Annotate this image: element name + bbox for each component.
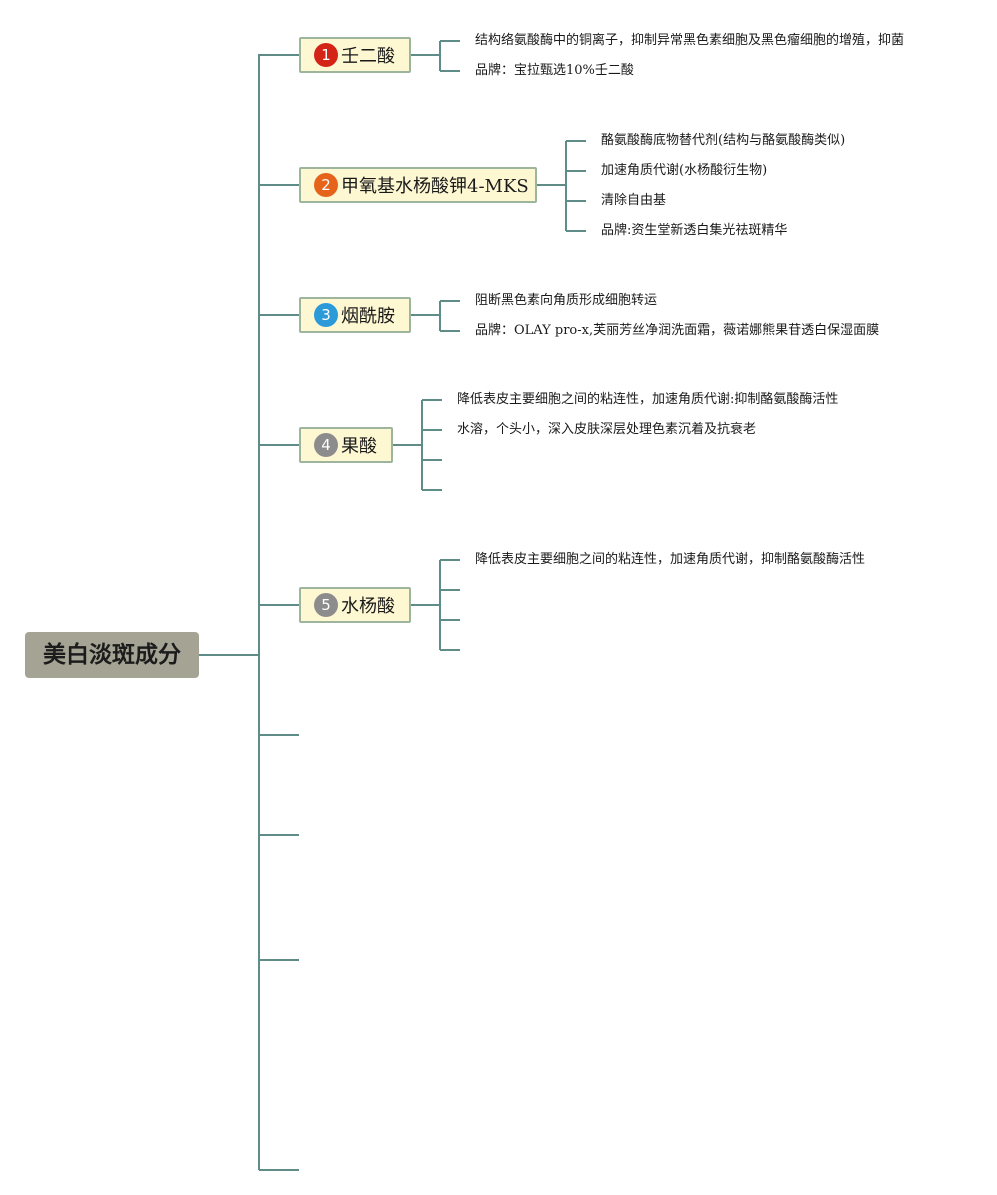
- detail-text[interactable]: 降低表皮主要细胞之间的粘连性，加速角质代谢，抑制酪氨酸酶活性: [475, 552, 866, 567]
- number-badge-icon: 3: [314, 303, 338, 327]
- number-badge-icon: 4: [314, 433, 338, 457]
- branch-label: 烟酰胺: [341, 306, 395, 327]
- number-badge-icon: 2: [314, 173, 338, 197]
- root-topic[interactable]: 美白淡斑成分: [25, 632, 199, 678]
- detail-text[interactable]: 清除自由基: [601, 193, 667, 208]
- branch-label: 壬二酸: [341, 46, 395, 67]
- number-badge-icon: 1: [314, 43, 338, 67]
- detail-text[interactable]: 水溶，个头小，深入皮肤深层处理色素沉着及抗衰老: [457, 422, 757, 437]
- detail-text[interactable]: 酪氨酸酶底物替代剂(结构与酪氨酸酶类似): [601, 133, 846, 148]
- branch-label: 甲氧基水杨酸钾4-MKS: [341, 176, 529, 197]
- branch-label: 水杨酸: [341, 596, 395, 617]
- detail-text[interactable]: 阻断黑色素向角质形成细胞转运: [475, 293, 658, 308]
- detail-text[interactable]: 结构络氨酸酶中的铜离子，抑制异常黑色素细胞及黑色瘤细胞的增殖，抑菌: [475, 33, 905, 48]
- detail-text[interactable]: 品牌:资生堂新透白集光祛斑精华: [601, 223, 788, 238]
- branch-label: 果酸: [341, 436, 377, 457]
- detail-text[interactable]: 品牌：宝拉甄选10%壬二酸: [475, 63, 634, 78]
- number-badge-icon: 5: [314, 593, 338, 617]
- detail-text[interactable]: 品牌：OLAY pro-x,芙丽芳丝净润洗面霜，薇诺娜熊果苷透白保湿面膜: [475, 323, 880, 338]
- detail-text[interactable]: 加速角质代谢(水杨酸衍生物): [601, 163, 768, 178]
- detail-text[interactable]: 降低表皮主要细胞之间的粘连性，加速角质代谢:抑制酪氨酸酶活性: [457, 392, 839, 407]
